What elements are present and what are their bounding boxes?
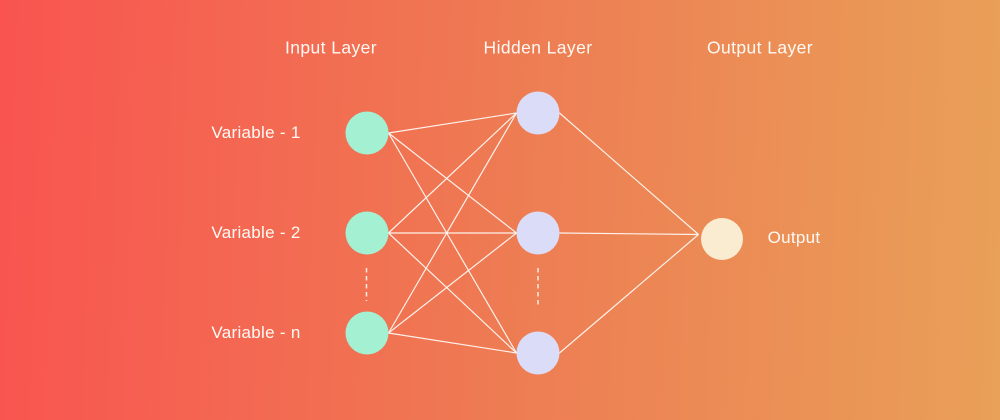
label-output: Output (767, 228, 821, 247)
node-hidden-1 (516, 91, 560, 135)
label-variable-1: Variable - 1 (211, 123, 301, 142)
node-input-2 (345, 211, 389, 255)
header-hidden-layer: Hidden Layer (483, 37, 593, 58)
edge-hidden-1-to-output (559, 112, 699, 235)
label-variable-2: Variable - 2 (211, 223, 301, 242)
edge-input-2-to-hidden-1 (388, 112, 517, 234)
edge-input-1-to-hidden-3 (387, 132, 518, 354)
node-output (701, 218, 743, 260)
edge-input-n-to-hidden-1 (387, 112, 518, 334)
edge-input-n-to-hidden-3 (388, 332, 517, 354)
node-hidden-3 (516, 331, 560, 375)
edge-hidden-2-to-output (559, 232, 699, 236)
edge-input-n-to-hidden-2 (388, 232, 517, 334)
edge-hidden-3-to-output (559, 234, 699, 354)
edge-input-1-to-hidden-2 (388, 132, 517, 234)
edge-input-1-to-hidden-1 (388, 112, 517, 134)
header-output-layer: Output Layer (707, 37, 813, 58)
node-hidden-2 (516, 211, 560, 255)
edge-input-2-to-hidden-3 (388, 232, 517, 354)
node-input-n (345, 311, 389, 355)
node-input-1 (345, 111, 389, 155)
header-input-layer: Input Layer (285, 37, 377, 58)
label-variable-n: Variable - n (211, 323, 301, 342)
